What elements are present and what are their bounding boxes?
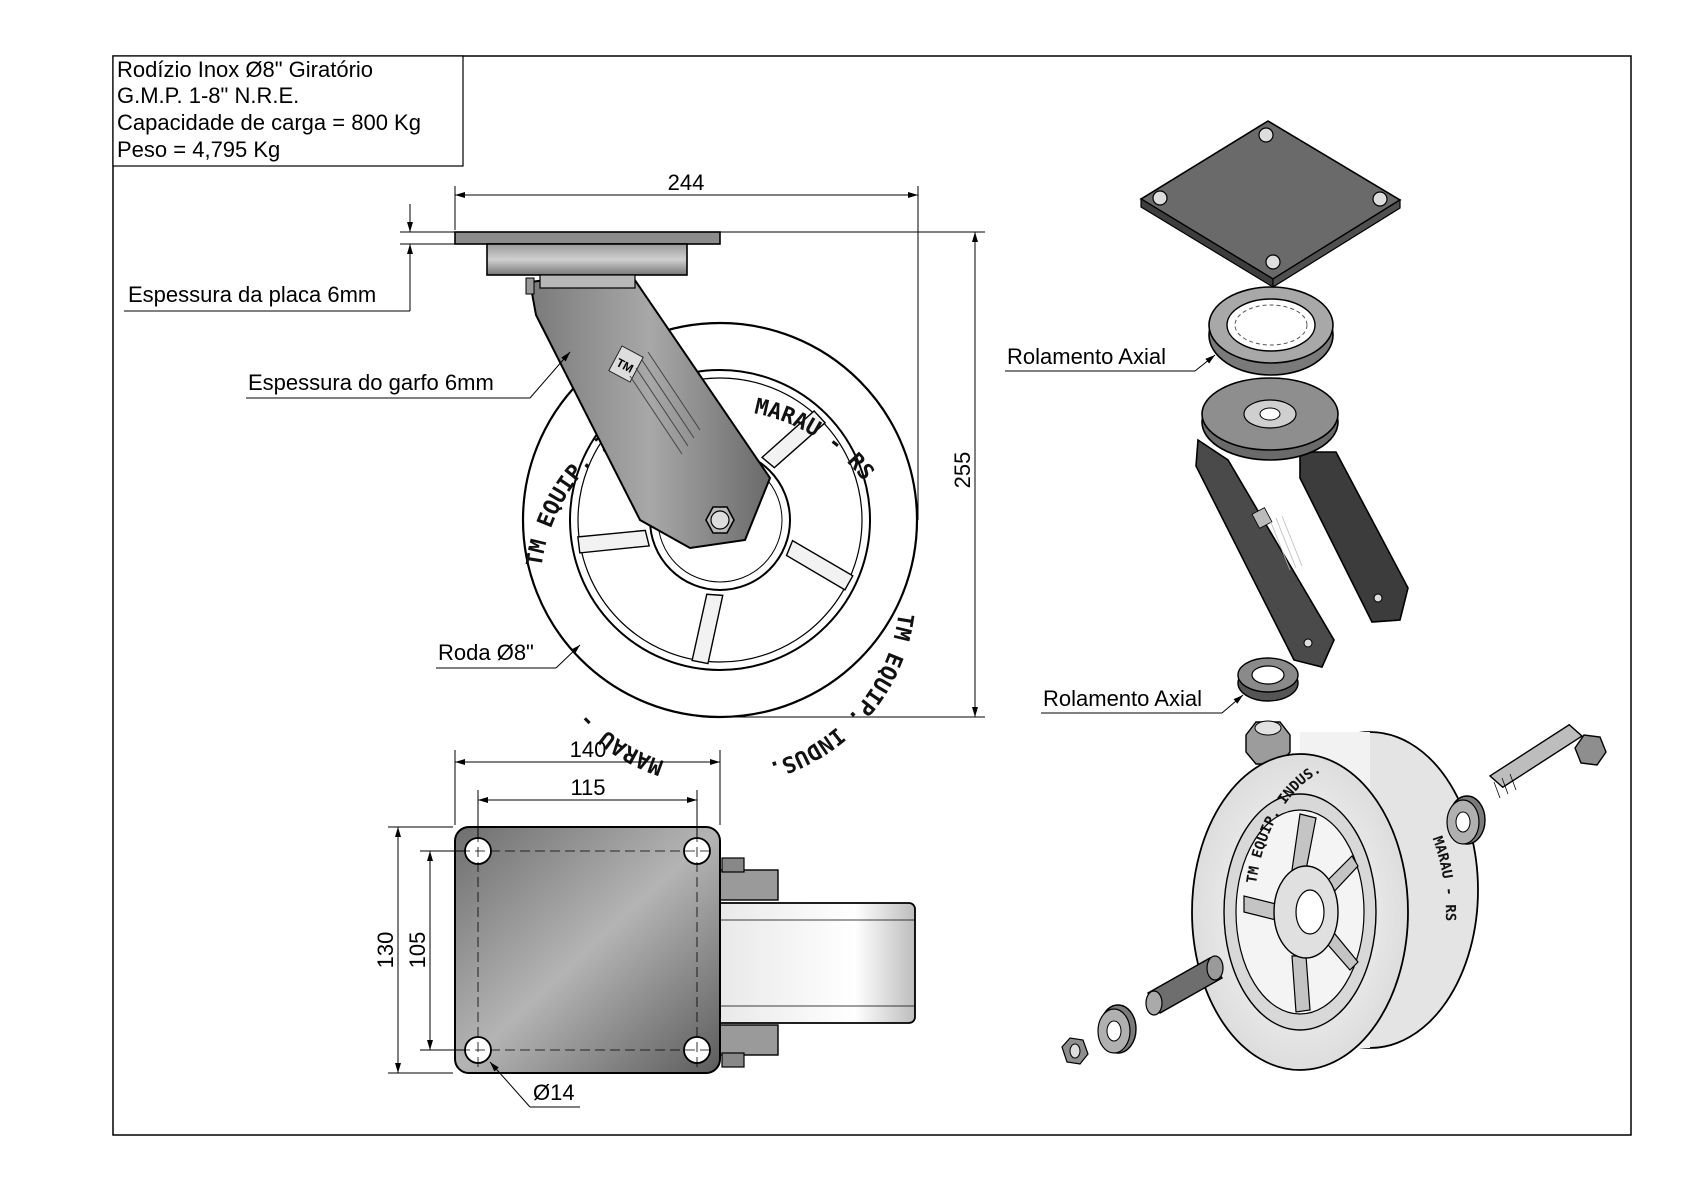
plan-wheel [714, 902, 916, 1024]
swivel-housing [486, 243, 688, 276]
dim-overall-width-text: 244 [668, 170, 705, 195]
fork-engraving [629, 351, 701, 455]
plate-thickness-leader [124, 204, 455, 312]
wheel-leader [436, 644, 581, 669]
title-line-4: Peso = 4,795 Kg [117, 137, 280, 162]
side-view: TM EQUIP. INDUS. MARAU - RS TM EQUIP. IN… [124, 170, 985, 782]
dim-hole-spacing-x-text: 115 [570, 775, 605, 800]
side-plate [454, 231, 721, 245]
iso-spacer-sleeve [1145, 955, 1224, 1016]
plan-axle-head-bottom [721, 1052, 745, 1068]
title-block-frame [112, 55, 464, 167]
iso-bearing-right [1446, 795, 1486, 845]
plan-top-plate [454, 826, 721, 1074]
iso-fork [1195, 377, 1409, 668]
dim-plate-width [454, 750, 721, 825]
title-line-3: Capacidade de carga = 800 Kg [117, 110, 421, 135]
dim-hole-spacing-y-text: 105 [405, 932, 430, 969]
dim-plate-width-text: 140 [570, 737, 607, 762]
dim-plate-height [388, 826, 453, 1074]
axial-bearing-top-label: Rolamento Axial [1007, 344, 1166, 369]
side-fork: TM [528, 268, 772, 550]
iso-lock-nut [1245, 720, 1291, 765]
title-block: Rodízio Inox Ø8" Giratório G.M.P. 1-8" N… [112, 55, 464, 167]
dim-plate-height-text: 130 [373, 932, 398, 969]
dim-hole-spacing-x [477, 790, 698, 838]
iso-top-plate [1139, 120, 1402, 289]
iso-axle-nut [1061, 1037, 1089, 1065]
iso-axial-bearing-top [1208, 286, 1334, 376]
plan-view: 140 115 130 105 Ø14 [373, 737, 916, 1108]
wheel-label: Roda Ø8" [438, 640, 534, 665]
title-line-2: G.M.P. 1-8" N.R.E. [117, 83, 299, 108]
hole-diameter-label: Ø14 [533, 1080, 575, 1105]
plan-fork-leg-bottom [717, 1024, 779, 1056]
fork-thickness-label: Espessura do garfo 6mm [248, 370, 494, 395]
plan-fork-leg-top [717, 869, 779, 901]
swivel-race [539, 274, 636, 289]
hole-diameter-leader [489, 1061, 580, 1108]
axial-bearing-bottom-leader [1041, 694, 1244, 714]
exploded-view: Rolamento Axial [1005, 120, 1607, 1071]
title-line-1: Rodízio Inox Ø8" Giratório [117, 57, 373, 82]
axle-nut-hole [710, 510, 730, 530]
iso-axial-bearing-bottom [1237, 657, 1299, 702]
drawing-border [112, 55, 1632, 1136]
axial-bearing-top-leader [1005, 354, 1216, 372]
iso-bearing-left [1097, 1004, 1137, 1054]
dim-hole-spacing-y [420, 850, 465, 1051]
dim-overall-height [720, 231, 985, 718]
axial-bearing-bottom-label: Rolamento Axial [1043, 686, 1202, 711]
plate-thickness-label: Espessura da placa 6mm [128, 282, 376, 307]
hole-centerlines [460, 832, 715, 1068]
dim-overall-height-text: 255 [950, 452, 975, 489]
iso-axle-bolt [1488, 723, 1607, 799]
wheel-inner-rim-2 [577, 377, 863, 663]
fork-thickness-leader [246, 351, 571, 399]
side-top-plate [454, 231, 721, 295]
plan-axle-head-top [721, 857, 745, 873]
grease-nipple [525, 277, 535, 295]
iso-wheel: TM EQUIP. INDUS. MARAU - RS [1191, 731, 1479, 1071]
dim-overall-width [454, 186, 919, 520]
